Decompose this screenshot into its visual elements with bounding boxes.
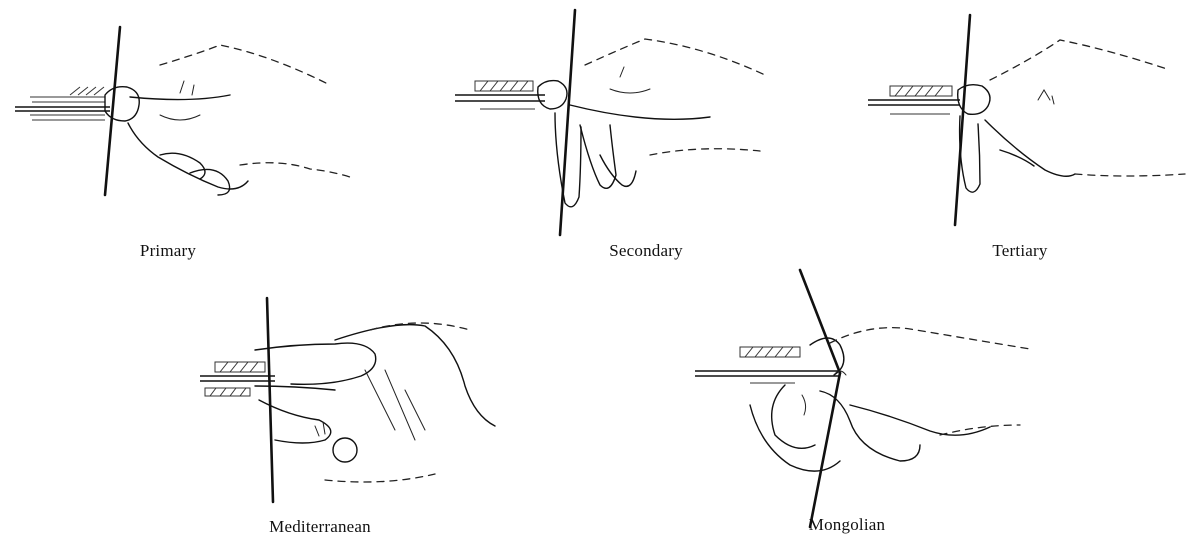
mediterranean-grip-drawing bbox=[195, 290, 545, 510]
mongolian-caption: Mongolian bbox=[809, 515, 885, 535]
primary-grip-drawing bbox=[10, 5, 360, 225]
secondary-caption: Secondary bbox=[609, 241, 683, 261]
mongolian-grip-drawing bbox=[690, 265, 1040, 530]
primary-caption: Primary bbox=[140, 241, 196, 261]
mediterranean-caption: Mediterranean bbox=[269, 517, 371, 537]
tertiary-caption: Tertiary bbox=[992, 241, 1047, 261]
secondary-grip-drawing bbox=[450, 5, 810, 240]
tertiary-grip-drawing bbox=[860, 10, 1200, 230]
